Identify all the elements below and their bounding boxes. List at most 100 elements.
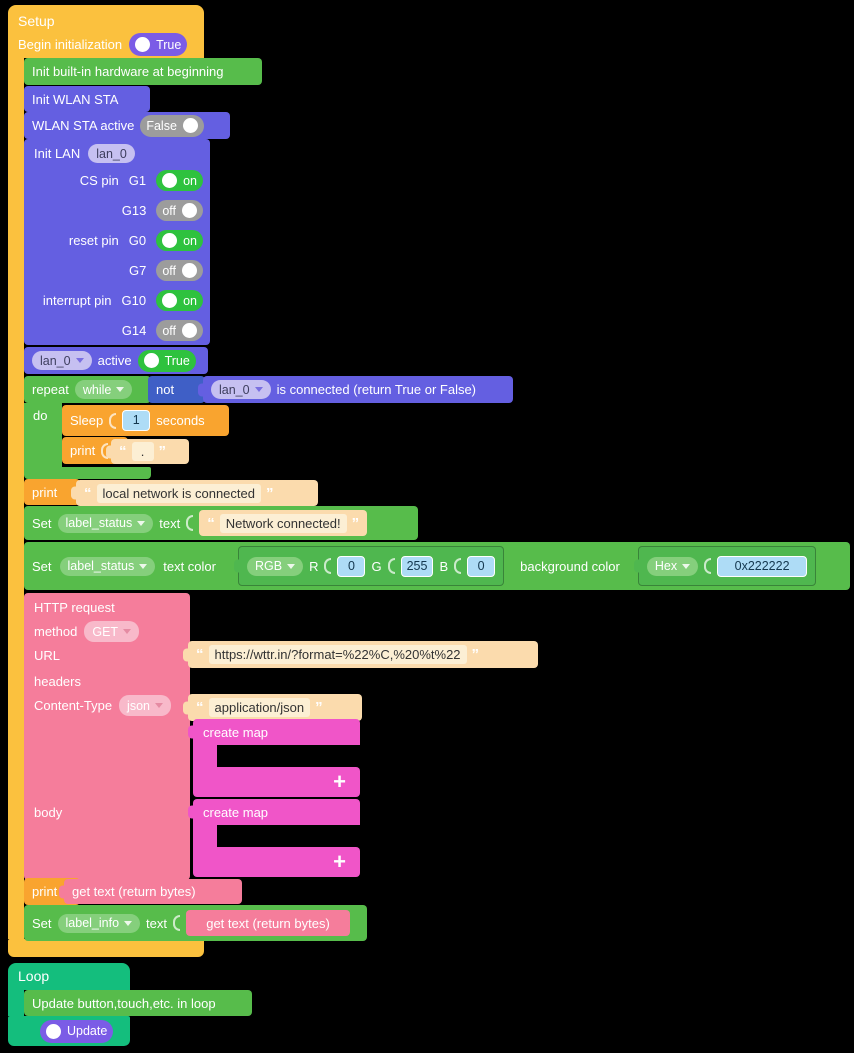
left-tab — [198, 383, 204, 396]
set-label-info-block[interactable]: Set label_info text get text (return byt… — [24, 905, 367, 941]
r-value-field[interactable]: 0 — [337, 555, 366, 577]
chevron-down-icon — [75, 358, 84, 363]
wlan-active-toggle[interactable]: False — [140, 114, 204, 137]
chevron-down-icon — [682, 563, 691, 569]
update-loop-block[interactable]: Update button,touch,etc. in loop — [24, 990, 252, 1016]
url-string-block[interactable]: https://wttr.in/?format=%22%C,%20%t%22 — [183, 641, 538, 668]
dropdown-value: json — [127, 698, 150, 713]
close-quote-icon — [352, 516, 360, 531]
chevron-down-icon — [124, 920, 133, 926]
add-entry-button[interactable]: + — [333, 769, 346, 794]
init-wlan-label: Init WLAN STA — [32, 91, 119, 107]
text-color-label: text color — [163, 558, 216, 574]
color-mode-dropdown[interactable]: RGB — [246, 556, 304, 576]
setup-spine — [8, 58, 24, 939]
value-socket — [324, 558, 332, 574]
get-text-value-block[interactable]: get text (return bytes) — [186, 910, 350, 936]
create-map-slot — [193, 745, 217, 767]
hex-value-field[interactable]: 0x222222 — [717, 555, 808, 577]
init-wlan-block[interactable]: Init WLAN STA — [24, 86, 150, 112]
pin-toggle[interactable]: off — [156, 320, 203, 341]
is-connected-block[interactable]: lan_0 is connected (return True or False… — [198, 376, 513, 403]
string-block[interactable]: Network connected! — [199, 510, 368, 536]
hex-color-block[interactable]: Hex 0x222222 — [633, 546, 817, 586]
lan-variable-dropdown[interactable]: lan_0 — [211, 380, 271, 399]
string-field[interactable]: local network is connected — [96, 483, 261, 503]
create-map-slot — [193, 825, 217, 847]
content-type-field[interactable]: application/json — [208, 698, 311, 717]
value-socket — [101, 442, 109, 459]
content-type-string-block[interactable]: application/json — [183, 694, 362, 721]
pin-toggle[interactable]: on — [156, 230, 203, 251]
string-block[interactable]: . — [106, 439, 189, 464]
lan-variable-dropdown[interactable]: lan_0 — [32, 351, 92, 370]
string-block[interactable]: local network is connected — [71, 480, 318, 506]
pin-id: G14 — [121, 323, 147, 338]
color-mode-dropdown[interactable]: Hex — [646, 556, 699, 576]
set-label: Set — [32, 558, 52, 574]
string-field[interactable]: . — [131, 442, 154, 461]
g-value-field[interactable]: 255 — [400, 555, 434, 577]
sleep-seconds-field[interactable]: 1 — [122, 410, 151, 431]
b-label: B — [439, 558, 449, 574]
open-quote-icon — [119, 444, 127, 459]
pin-toggle[interactable]: on — [156, 290, 203, 311]
print-block[interactable]: print — [24, 479, 80, 505]
lan-pin-row: G7 off — [129, 260, 203, 281]
loop-block[interactable]: Loop — [8, 963, 130, 990]
get-text-value-block[interactable]: get text (return bytes) — [59, 879, 242, 904]
label-variable-dropdown[interactable]: label_status — [57, 513, 154, 533]
method-dropdown[interactable]: GET — [84, 621, 140, 642]
dropdown-value: RGB — [254, 559, 283, 573]
repeat-block[interactable]: repeat while — [24, 376, 151, 403]
init-hardware-label: Init built-in hardware at beginning — [32, 64, 224, 79]
add-entry-button[interactable]: + — [333, 849, 346, 874]
content-type-dropdown[interactable]: json — [119, 695, 171, 716]
label-variable-dropdown[interactable]: label_info — [57, 913, 141, 933]
not-block[interactable]: not — [148, 376, 205, 403]
toggle-knob — [182, 203, 197, 218]
pin-id: G13 — [121, 203, 147, 218]
create-map-block[interactable]: create map + — [188, 799, 360, 877]
toggle-knob — [162, 173, 178, 188]
create-map-block[interactable]: create map + — [188, 719, 360, 797]
wlan-active-block[interactable]: WLAN STA active False — [24, 112, 230, 139]
chevron-down-icon — [254, 387, 263, 392]
http-request-block[interactable]: HTTP request method GET URL headers Cont… — [24, 593, 190, 880]
sleep-block[interactable]: Sleep 1 seconds — [62, 405, 229, 436]
pin-toggle[interactable]: off — [156, 200, 203, 221]
loop-spine — [8, 990, 24, 1016]
repeat-mode-dropdown[interactable]: while — [74, 380, 133, 399]
toggle-label: off — [162, 263, 176, 278]
pin-toggle[interactable]: off — [156, 260, 203, 281]
init-hardware-block[interactable]: Init built-in hardware at beginning — [24, 58, 262, 85]
begin-initialization-toggle[interactable]: True — [129, 33, 188, 56]
setup-block[interactable]: Setup Begin initialization True — [8, 5, 204, 58]
set-label-color-block[interactable]: Set label_status text color RGB R 0 G 25… — [24, 542, 850, 590]
url-field[interactable]: https://wttr.in/?format=%22%C,%20%t%22 — [208, 645, 467, 664]
pin-toggle[interactable]: on — [156, 170, 203, 191]
close-quote-icon — [159, 444, 167, 459]
label-variable-dropdown[interactable]: label_status — [59, 556, 156, 576]
left-tab — [183, 648, 189, 661]
init-lan-block[interactable]: Init LAN lan_0 CS pin G1 on G13 off rese… — [24, 139, 210, 345]
update-toggle[interactable]: Update — [40, 1019, 114, 1043]
chevron-down-icon — [116, 387, 125, 392]
rgb-color-block[interactable]: RGB R 0 G 255 B 0 — [233, 546, 505, 586]
lan-active-toggle[interactable]: True — [137, 349, 196, 372]
set-label-text-block[interactable]: Set label_status text Network connected! — [24, 506, 418, 540]
left-tab — [233, 559, 240, 573]
toggle-label: False — [146, 118, 177, 133]
loop-title: Loop — [18, 968, 50, 984]
string-field[interactable]: Network connected! — [219, 513, 347, 533]
pin-id: G0 — [128, 233, 147, 248]
dropdown-value: lan_0 — [219, 382, 250, 397]
lan-variable-field[interactable]: lan_0 — [88, 144, 135, 163]
toggle-knob — [182, 263, 197, 278]
dropdown-value: label_info — [65, 916, 120, 930]
lan-active-block[interactable]: lan_0 active True — [24, 347, 208, 374]
left-tab — [183, 701, 189, 714]
pin-id: G7 — [128, 263, 147, 278]
dropdown-value: label_status — [67, 559, 135, 573]
b-value-field[interactable]: 0 — [467, 555, 496, 577]
